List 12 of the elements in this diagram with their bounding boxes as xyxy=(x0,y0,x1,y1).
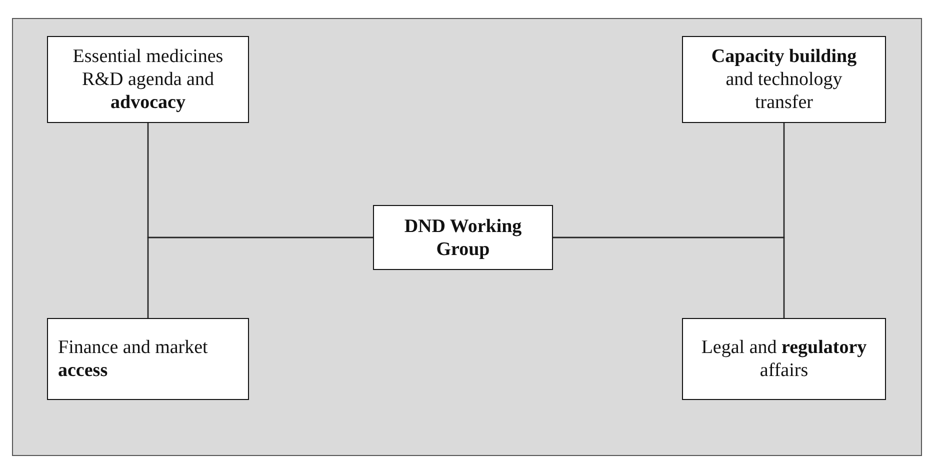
connector-line xyxy=(147,236,373,318)
topic-box xyxy=(47,318,249,400)
box-label: Legal and regulatory affairs xyxy=(700,336,868,382)
box-label: Capacity building and technology transfer xyxy=(710,45,858,114)
topic-box xyxy=(682,318,886,400)
connector-line xyxy=(553,236,785,318)
box-label: Finance and market access xyxy=(58,336,209,382)
topic-box xyxy=(47,36,249,123)
box-label: DND Working Group xyxy=(403,214,523,260)
box-label: Essential medicines R&D agenda and advocacy xyxy=(72,45,224,114)
topic-box xyxy=(682,36,886,123)
central-box xyxy=(373,205,553,270)
